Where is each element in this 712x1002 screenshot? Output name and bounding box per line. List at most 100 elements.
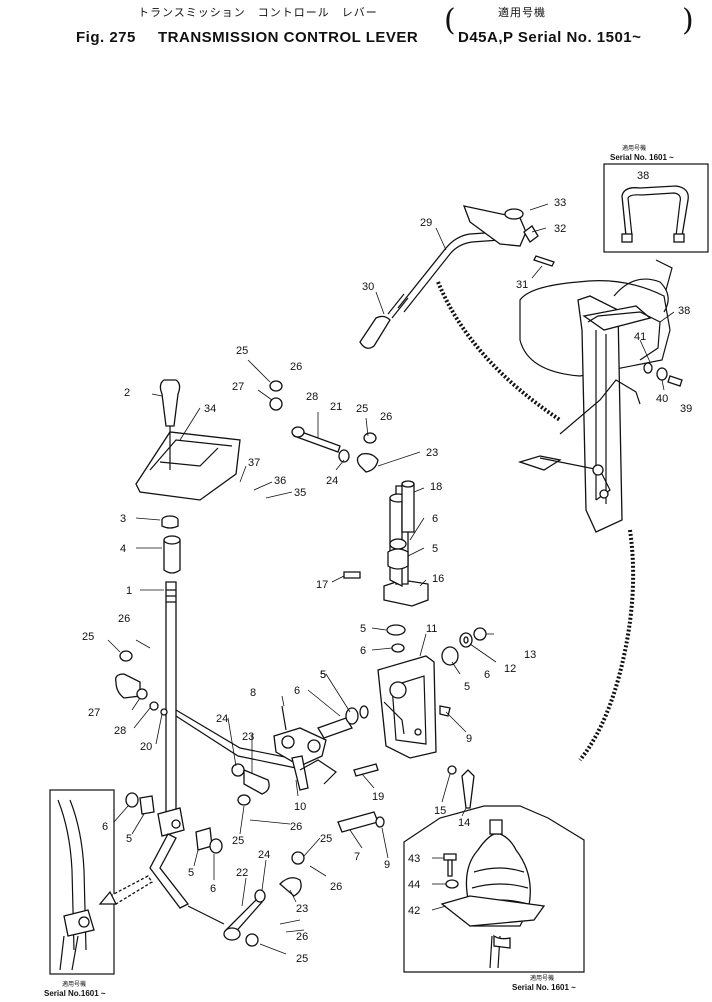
rod-18-part <box>401 483 415 533</box>
knob-30-part <box>359 315 391 349</box>
knob-2-part <box>159 379 181 427</box>
callout-44: 44 <box>408 879 420 891</box>
callout-6c: 6 <box>484 669 490 681</box>
callout-38-inset: 38 <box>637 170 649 182</box>
callout-1: 1 <box>126 585 132 597</box>
inset-frame <box>403 805 585 973</box>
callout-25f: 25 <box>296 953 308 965</box>
inset-serial-label: Serial No. 1601 ~ <box>512 983 576 992</box>
callout-33: 33 <box>554 197 566 209</box>
inset-applic-jp: 適用号機 <box>62 980 86 988</box>
inset-bottom-right: 適用号機 Serial No. 1601 ~ <box>403 805 585 992</box>
right-paren-glyph: ) <box>682 3 694 38</box>
callout-9b: 9 <box>384 859 390 871</box>
callout-24: 24 <box>326 475 338 487</box>
callout-30: 30 <box>362 281 374 293</box>
callout-22: 22 <box>236 867 248 879</box>
callout-14: 14 <box>458 817 470 829</box>
callout-23c: 23 <box>296 903 308 915</box>
callout-6d: 6 <box>294 685 300 697</box>
callout-31: 31 <box>516 279 528 291</box>
inset-frame <box>49 789 115 975</box>
callout-18: 18 <box>430 481 442 493</box>
callout-26d: 26 <box>290 821 302 833</box>
callout-28b: 28 <box>114 725 126 737</box>
callout-35: 35 <box>294 487 306 499</box>
callout-13: 13 <box>524 649 536 661</box>
callout-8: 8 <box>250 687 256 699</box>
figure-header: トランスミッション コントロール レバー 適用号機 Fig. 275 TRANS… <box>0 0 712 60</box>
callout-6: 6 <box>432 513 438 525</box>
left-paren-glyph: ( <box>444 3 456 38</box>
callout-23: 23 <box>426 447 438 459</box>
callout-24b: 24 <box>216 713 228 725</box>
callout-26e: 26 <box>330 881 342 893</box>
callout-26b: 26 <box>380 411 392 423</box>
title-japanese: トランスミッション コントロール レバー <box>138 6 378 19</box>
callout-11: 11 <box>426 623 437 635</box>
callout-23b: 23 <box>242 731 254 743</box>
callout-10: 10 <box>294 801 306 813</box>
callout-5: 5 <box>432 543 438 555</box>
inset-frame <box>603 163 709 253</box>
callout-25e: 25 <box>320 833 332 845</box>
callout-27: 27 <box>232 381 244 393</box>
callout-26c: 26 <box>118 613 130 625</box>
pin-31-part <box>533 255 555 267</box>
gate-box-34-part <box>135 431 241 501</box>
upper-lever-assembly <box>359 205 562 422</box>
plate-11-part <box>377 655 437 759</box>
callout-42: 42 <box>408 905 420 917</box>
callout-12: 12 <box>504 663 516 675</box>
main-lever-assembly <box>115 379 301 909</box>
guard-bar-part <box>621 185 689 237</box>
callout-5b: 5 <box>360 623 366 635</box>
callout-5d: 5 <box>320 669 326 681</box>
callout-25d: 25 <box>232 835 244 847</box>
callout-4: 4 <box>120 543 126 555</box>
callout-2: 2 <box>124 387 130 399</box>
callout-40: 40 <box>656 393 668 405</box>
callout-3: 3 <box>120 513 126 525</box>
bushing-4-part <box>163 540 181 574</box>
figure-title: TRANSMISSION CONTROL LEVER <box>158 29 419 46</box>
callout-6f: 6 <box>210 883 216 895</box>
callout-6e: 6 <box>102 821 108 833</box>
callout-5e: 5 <box>320 669 326 681</box>
inset-top-right: 適用号機 Serial No. 1601 ~ <box>603 144 709 253</box>
applicable-japanese: 適用号機 <box>498 6 546 19</box>
callout-7: 7 <box>354 851 360 863</box>
central-linkage <box>231 701 405 833</box>
callout-28: 28 <box>306 391 318 403</box>
shaft-1-part <box>165 581 177 813</box>
callout-5f: 5 <box>126 833 132 845</box>
callout-24c: 24 <box>258 849 270 861</box>
inset-applic-jp: 適用号機 <box>622 144 646 152</box>
callout-39: 39 <box>680 403 692 415</box>
callout-34: 34 <box>204 403 216 415</box>
callout-36: 36 <box>274 475 286 487</box>
inset-bottom-left: 適用号機 Serial No.1601 ~ <box>44 789 153 998</box>
callout-26: 26 <box>290 361 302 373</box>
callout-41: 41 <box>634 331 646 343</box>
callout-20: 20 <box>140 741 152 753</box>
callout-32: 32 <box>554 223 566 235</box>
callout-labels: 33 32 29 31 30 38 38 41 40 39 25 26 2 27… <box>82 170 692 965</box>
lower-rod-assembly <box>187 851 305 947</box>
figure-number: Fig. 275 <box>76 29 136 46</box>
inset-serial-label: Serial No. 1601 ~ <box>610 153 674 162</box>
callout-5c: 5 <box>464 681 470 693</box>
callout-25b: 25 <box>356 403 368 415</box>
callout-37: 37 <box>248 457 260 469</box>
callout-38: 38 <box>678 305 690 317</box>
callout-16: 16 <box>432 573 444 585</box>
callout-5g: 5 <box>188 867 194 879</box>
pin-7-part <box>337 811 379 833</box>
callout-19: 19 <box>372 791 384 803</box>
callout-21: 21 <box>330 401 342 413</box>
callout-27b: 27 <box>88 707 100 719</box>
callout-29: 29 <box>420 217 432 229</box>
callout-15: 15 <box>434 805 446 817</box>
callout-26f: 26 <box>296 931 308 943</box>
